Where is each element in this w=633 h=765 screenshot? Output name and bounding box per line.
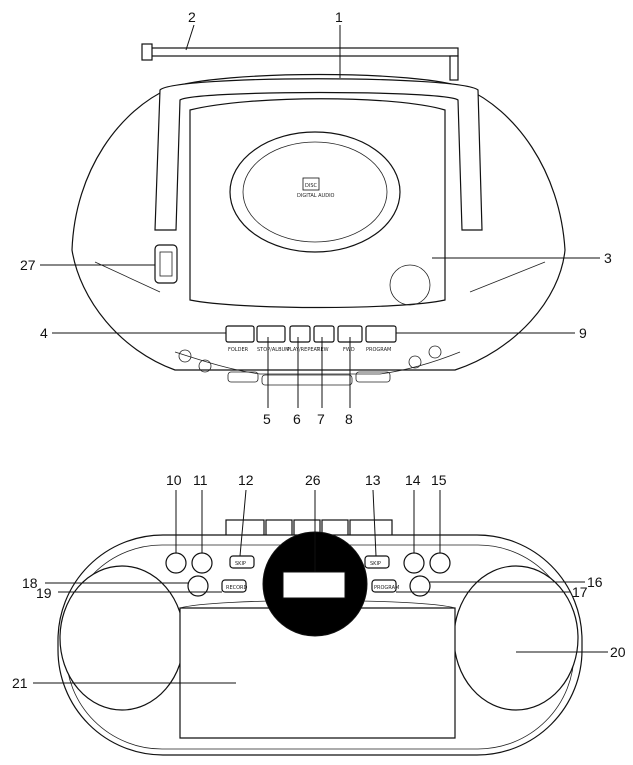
callout-27: 27 [20, 257, 36, 273]
callout-7: 7 [317, 411, 325, 427]
folder-button[interactable] [225, 325, 255, 343]
callout-8: 8 [345, 411, 353, 427]
callout-21: 21 [12, 675, 28, 691]
callout-1: 1 [335, 9, 343, 25]
label-19: RECORD [226, 585, 248, 591]
callout-3: 3 [604, 250, 612, 266]
button-10[interactable] [165, 552, 187, 574]
cassette-door [179, 607, 456, 739]
callout-10: 10 [166, 472, 182, 488]
button-12[interactable] [229, 555, 255, 569]
lcd-display [282, 571, 346, 599]
label-fwd: FWD [343, 347, 355, 353]
button-18[interactable] [187, 575, 209, 597]
cd-logo-text: DISC [305, 183, 317, 189]
callout-14: 14 [405, 472, 421, 488]
callout-6: 6 [293, 411, 301, 427]
label-12: SKIP [235, 561, 246, 567]
label-folder: FOLDER [228, 347, 249, 353]
callout-numbers: 1 2 3 4 5 6 7 8 9 10 11 12 13 14 15 16 1… [12, 9, 626, 691]
right-speaker [453, 565, 579, 711]
button-13[interactable] [364, 555, 390, 569]
cd-logo-subtext: DIGITAL AUDIO [297, 193, 335, 199]
program-button[interactable] [365, 325, 397, 343]
callout-5: 5 [263, 411, 271, 427]
callout-15: 15 [431, 472, 447, 488]
cd-window [229, 131, 401, 253]
button-17[interactable] [371, 579, 397, 593]
play-pause-button[interactable] [289, 325, 311, 343]
button-14[interactable] [403, 552, 425, 574]
lid-open-tab [389, 264, 431, 306]
cassette-keys-edge [174, 345, 461, 386]
front-view: SKIP SKIP RECORD PROGRAM [57, 519, 583, 756]
callout-11: 11 [193, 472, 208, 488]
callout-12: 12 [238, 472, 254, 488]
leader-lines [33, 24, 608, 684]
callout-2: 2 [188, 9, 196, 25]
callout-20: 20 [610, 644, 626, 660]
button-15[interactable] [429, 552, 451, 574]
callout-4: 4 [40, 325, 48, 341]
label-program: PROGRAM [366, 347, 391, 353]
cd-window-inner [242, 141, 388, 243]
callout-18: 18 [22, 575, 38, 591]
label-rew: REW [317, 347, 329, 353]
callout-17: 17 [572, 584, 588, 600]
cd-logo: DISC DIGITAL AUDIO [297, 177, 335, 199]
label-17: PROGRAM [374, 585, 399, 591]
label-stop: STOP/ALBUM [257, 347, 289, 353]
button-19[interactable] [221, 579, 247, 593]
left-speaker [59, 565, 185, 711]
stop-button[interactable] [256, 325, 286, 343]
callout-16: 16 [587, 574, 603, 590]
label-13: SKIP [370, 561, 381, 567]
callout-26: 26 [305, 472, 321, 488]
button-16[interactable] [409, 575, 431, 597]
button-11[interactable] [191, 552, 213, 574]
rew-button[interactable] [313, 325, 335, 343]
carry-handle [154, 78, 483, 231]
side-slot [154, 244, 178, 284]
top-view: DISC DIGITAL AUDIO FOLDER STOP/ALBUM PLA… [71, 43, 566, 386]
label-play: PLAY/REPEAT [287, 347, 321, 353]
callout-19: 19 [36, 585, 52, 601]
antenna [141, 43, 459, 81]
callout-9: 9 [579, 325, 587, 341]
callout-13: 13 [365, 472, 381, 488]
cd-control-buttons: FOLDER STOP/ALBUM PLAY/REPEAT REW FWD PR… [225, 325, 397, 353]
